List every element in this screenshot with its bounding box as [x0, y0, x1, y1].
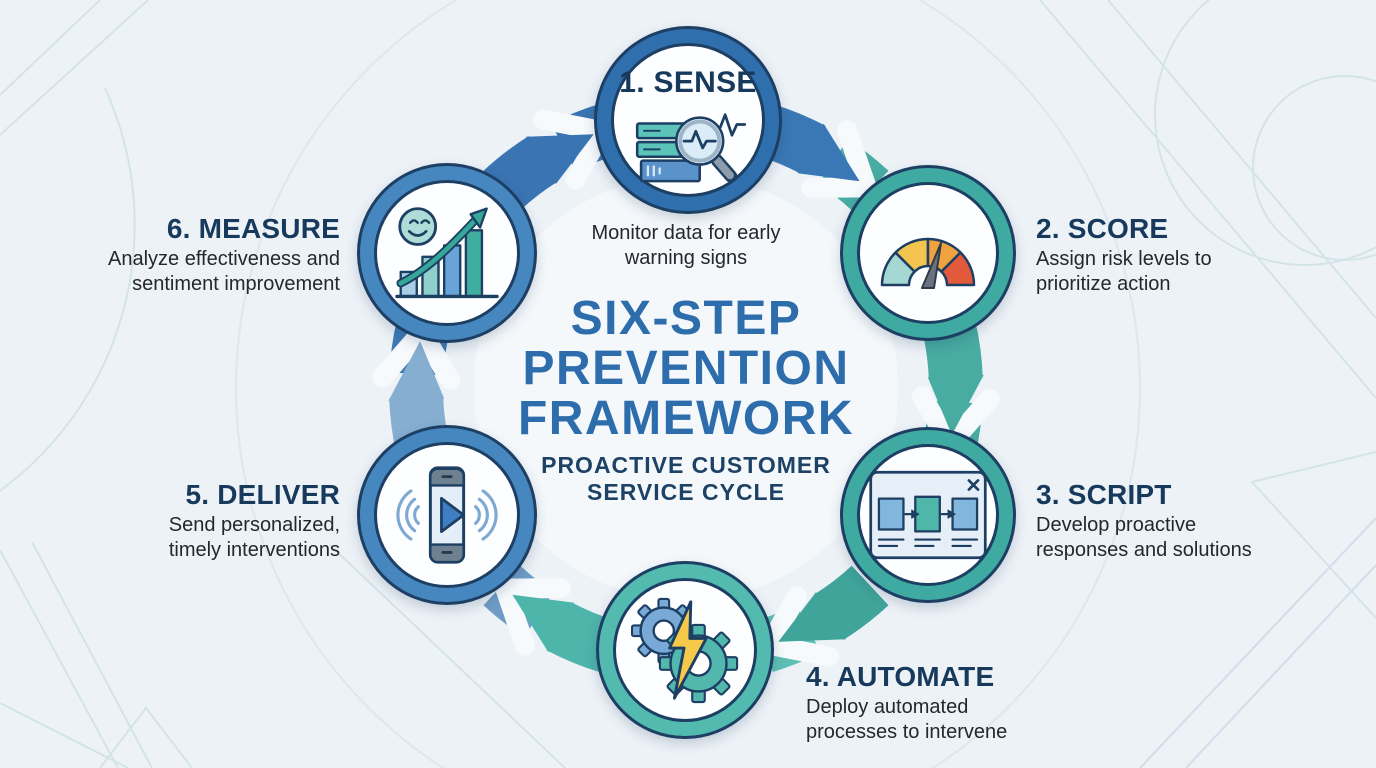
step-node-sense: 1. SENSE: [594, 26, 782, 214]
step-node-score-face: [857, 182, 999, 324]
step-node-automate: [596, 561, 774, 739]
workflow-window-icon: [869, 470, 987, 560]
step-description-sense: Monitor data for early warning signs: [591, 222, 781, 269]
step-node-measure-face: [374, 180, 520, 326]
subtitle-line-1: PROACTIVE CUSTOMER: [541, 452, 831, 478]
step-node-score: [840, 165, 1016, 341]
title-line-1: SIX-STEP: [570, 292, 802, 345]
page-title: SIX-STEP PREVENTION FRAMEWORK: [428, 294, 944, 444]
step-node-deliver-face: [374, 442, 520, 588]
magnifier-data-pulse-icon: [635, 113, 747, 183]
growth-chart-smiley-icon: [395, 207, 499, 299]
step-node-deliver: [357, 425, 537, 605]
page-subtitle: PROACTIVE CUSTOMER SERVICE CYCLE: [428, 452, 944, 506]
step-description-script: Develop proactive responses and solution…: [1036, 514, 1252, 561]
title-line-3: FRAMEWORK: [517, 391, 855, 445]
step-title-score: 2. SCORE: [1036, 213, 1169, 244]
step-title-measure: 6. MEASURE: [166, 213, 340, 244]
phone-notification-icon: [396, 466, 498, 564]
step-title-deliver: 5. DELIVER: [185, 479, 340, 510]
step-node-automate-face: [613, 578, 757, 722]
step-node-measure: [357, 163, 537, 343]
cycle-inner-disc: [474, 176, 898, 600]
gauge-icon: [880, 237, 976, 289]
gear-lightning-icon: [631, 597, 739, 704]
step-description-measure: Analyze effectiveness and sentiment impr…: [107, 248, 340, 295]
step-description-automate: Deploy automated processes to intervene: [806, 696, 1008, 743]
step-title-automate: 4. AUTOMATE: [806, 661, 995, 692]
subtitle-line-2: SERVICE CYCLE: [587, 479, 785, 506]
step-description-score: Assign risk levels to prioritize action: [1036, 248, 1212, 295]
title-line-2: PREVENTION: [522, 341, 850, 395]
step-node-script-face: [857, 444, 999, 586]
step-label-sense: 1. SENSE: [619, 66, 757, 99]
step-title-script: 3. SCRIPT: [1036, 479, 1172, 510]
step-node-sense-face: 1. SENSE: [611, 43, 765, 197]
step-node-script: [840, 427, 1016, 603]
step-description-deliver: Send personalized, timely interventions: [168, 514, 340, 561]
